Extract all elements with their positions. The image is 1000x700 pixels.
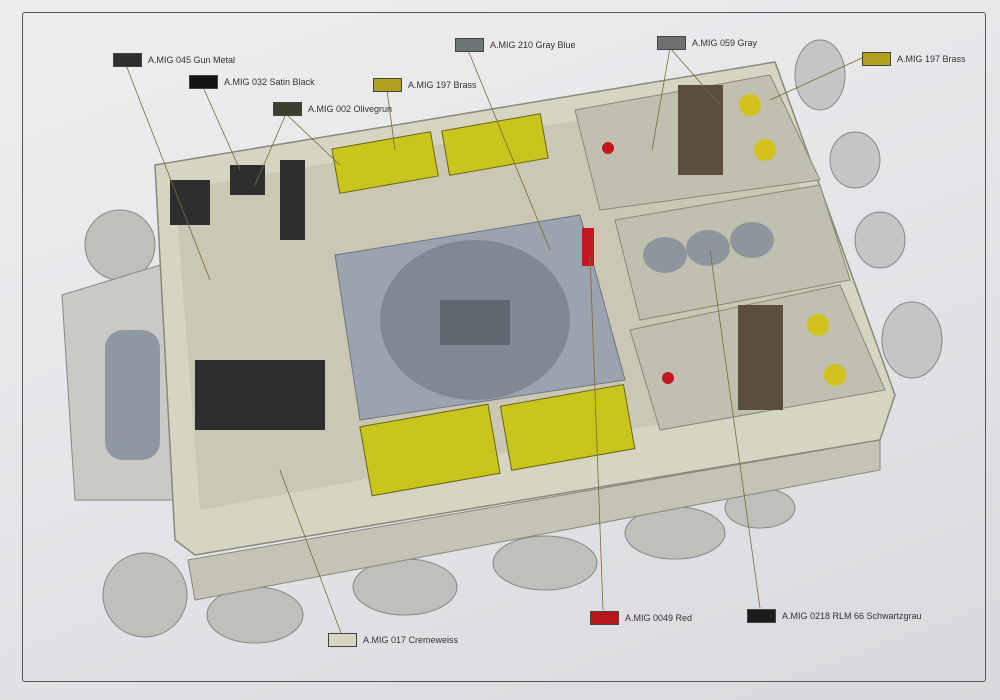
- callout-label: A.MIG 045 Gun Metal: [148, 55, 236, 65]
- red-fittings: [582, 142, 674, 384]
- callout-label: A.MIG 0049 Red: [625, 613, 693, 623]
- page-frame: [22, 12, 986, 682]
- leader-lines: [125, 47, 863, 634]
- color-swatch: [273, 102, 302, 116]
- callout-label: A.MIG 210 Gray Blue: [490, 40, 576, 50]
- color-swatch: [189, 75, 218, 89]
- exhaust-pipes: [794, 39, 943, 379]
- callout-label: A.MIG 197 Brass: [897, 54, 966, 64]
- callout-label: A.MIG 059 Gray: [692, 38, 758, 48]
- callout-label: A.MIG 197 Brass: [408, 80, 477, 90]
- callout-gray-blue: A.MIG 210 Gray Blue: [455, 38, 576, 52]
- fan-hubs: [739, 94, 846, 386]
- callout-gray: A.MIG 059 Gray: [657, 36, 757, 50]
- engine-block: [105, 330, 160, 460]
- callout-cremeweiss: A.MIG 017 Cremeweiss: [328, 633, 458, 647]
- callout-label: A.MIG 0218 RLM 66 Schwartzgrau: [782, 611, 922, 621]
- fuel-tanks: [678, 85, 783, 410]
- color-swatch: [328, 633, 357, 647]
- gun-breech: [440, 300, 510, 345]
- road-wheels: [84, 209, 796, 644]
- color-swatch: [455, 38, 484, 52]
- color-swatch: [373, 78, 402, 92]
- callout-label: A.MIG 002 Olivegrun: [308, 104, 393, 114]
- color-swatch: [657, 36, 686, 50]
- callout-schwartzgrau: A.MIG 0218 RLM 66 Schwartzgrau: [747, 609, 922, 623]
- callout-label: A.MIG 032 Satin Black: [224, 77, 315, 87]
- radiator-fans: [643, 222, 774, 273]
- color-swatch: [747, 609, 776, 623]
- ammo-racks: [331, 113, 636, 497]
- callout-gun-metal: A.MIG 045 Gun Metal: [113, 53, 235, 67]
- color-swatch: [590, 611, 619, 625]
- color-swatch: [113, 53, 142, 67]
- color-swatch: [862, 52, 891, 66]
- callout-brass: A.MIG 197 Brass: [373, 78, 477, 92]
- callout-label: A.MIG 017 Cremeweiss: [363, 635, 459, 645]
- callout-red: A.MIG 0049 Red: [590, 611, 692, 625]
- callout-olivegrun: A.MIG 002 Olivegrun: [273, 102, 392, 116]
- callout-satin-black: A.MIG 032 Satin Black: [189, 75, 315, 89]
- radio-equipment: [170, 160, 325, 430]
- callout-brass-exhaust: A.MIG 197 Brass: [862, 52, 966, 66]
- hull-side: [187, 439, 881, 601]
